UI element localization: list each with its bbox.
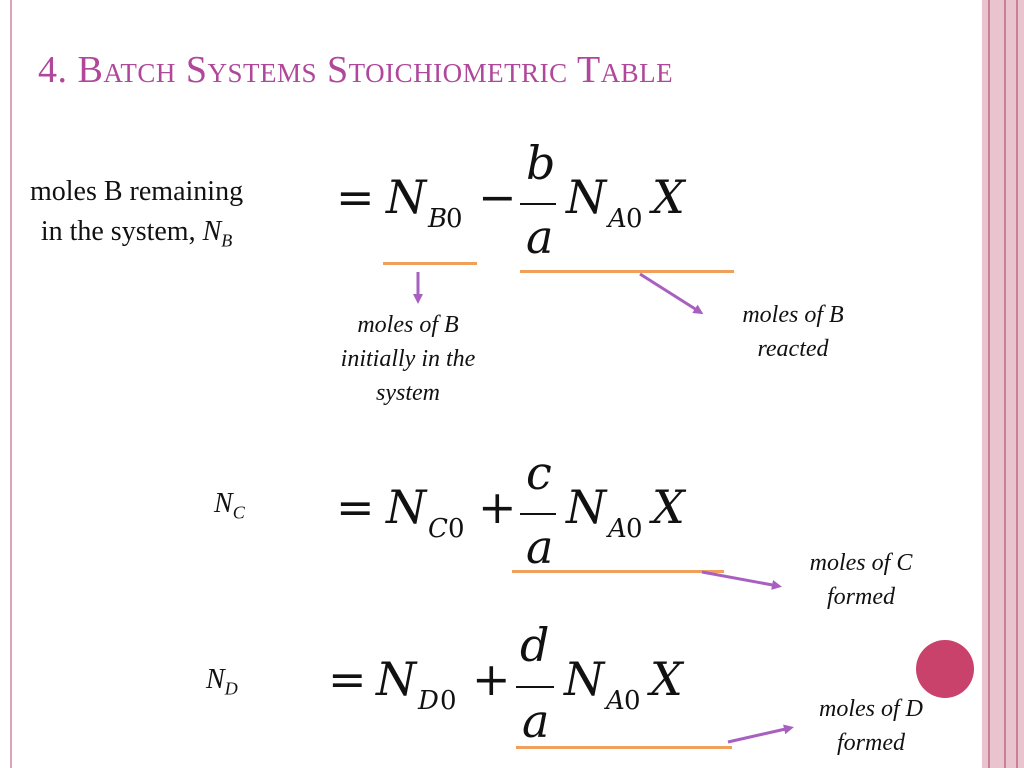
row-b-label: moles B remaining in the system, NB [30, 172, 243, 261]
arrow-d-formed [727, 724, 794, 744]
row-b-N: N [386, 170, 427, 224]
row-c-sub2-species: A [608, 514, 627, 544]
row-c-equals: = [336, 480, 375, 534]
row-b-sub-zero: 0 [446, 204, 463, 234]
row-d-var: ND [206, 664, 238, 699]
row-d-sub2-species: A [606, 686, 625, 716]
row-c-sub-zero: 0 [448, 514, 465, 544]
row-b-numerator: b [526, 136, 556, 190]
row-c-operator: + [478, 480, 517, 534]
right-frame-line [1016, 0, 1018, 768]
row-b-operator: − [478, 170, 517, 224]
row-d-operator: + [472, 652, 511, 706]
row-c-denominator: a [526, 520, 554, 574]
row-b-sub2-zero: 0 [626, 204, 643, 234]
row-b-note-initial: moles of B initially in the system [340, 312, 476, 406]
row-d-equals: = [328, 652, 367, 706]
row-b-underline-initial [383, 262, 477, 265]
row-c-sub-species: C [428, 514, 448, 544]
right-frame-line [1004, 0, 1006, 768]
row-b-equals: = [336, 170, 375, 224]
row-c-sub2-zero: 0 [626, 514, 643, 544]
row-b-label-line2: in the system, NB [40, 216, 233, 251]
row-d-sub-zero: 0 [440, 686, 457, 716]
row-b-underline-reacted [520, 270, 734, 273]
row-b-denominator: a [526, 210, 554, 264]
row-c-N: N [386, 480, 427, 534]
row-b-note-reacted: moles of B reacted [742, 302, 844, 362]
right-frame-line [988, 0, 990, 768]
row-d-numerator: d [520, 618, 550, 672]
row-d-denominator: a [522, 694, 550, 748]
row-c-var: NC [214, 488, 245, 523]
row-b-sub2-species: A [608, 204, 627, 234]
row-b-sub-species: B [428, 204, 448, 234]
row-c-X: X [652, 480, 685, 534]
row-d-N2: N [564, 652, 605, 706]
left-frame-line [10, 0, 12, 768]
row-d-X: X [650, 652, 683, 706]
row-d-note-formed: moles of D formed [819, 696, 923, 756]
row-c-numerator: c [526, 446, 552, 500]
row-b-N2: N [566, 170, 607, 224]
row-d-sub-species: D [418, 686, 439, 716]
row-d-sub2-zero: 0 [624, 686, 641, 716]
row-b-var: NB [202, 216, 233, 251]
row-c-underline-formed [512, 570, 724, 573]
row-b-X: X [652, 170, 685, 224]
row-c-fraction-bar [520, 513, 556, 515]
arrow-c-formed [701, 570, 782, 590]
row-c-note-formed: moles of C formed [809, 550, 913, 610]
row-c-N2: N [566, 480, 607, 534]
arrow-reacted [639, 272, 704, 315]
row-b-fraction-bar [520, 203, 556, 205]
row-d-fraction-bar [516, 686, 554, 688]
row-d-N: N [376, 652, 417, 706]
row-b-label-line1: moles B remaining [30, 176, 244, 207]
decorative-circle [916, 640, 974, 698]
slide-title: 4. Batch Systems Stoichiometric Table [38, 49, 674, 91]
row-d-underline-formed [516, 746, 732, 749]
